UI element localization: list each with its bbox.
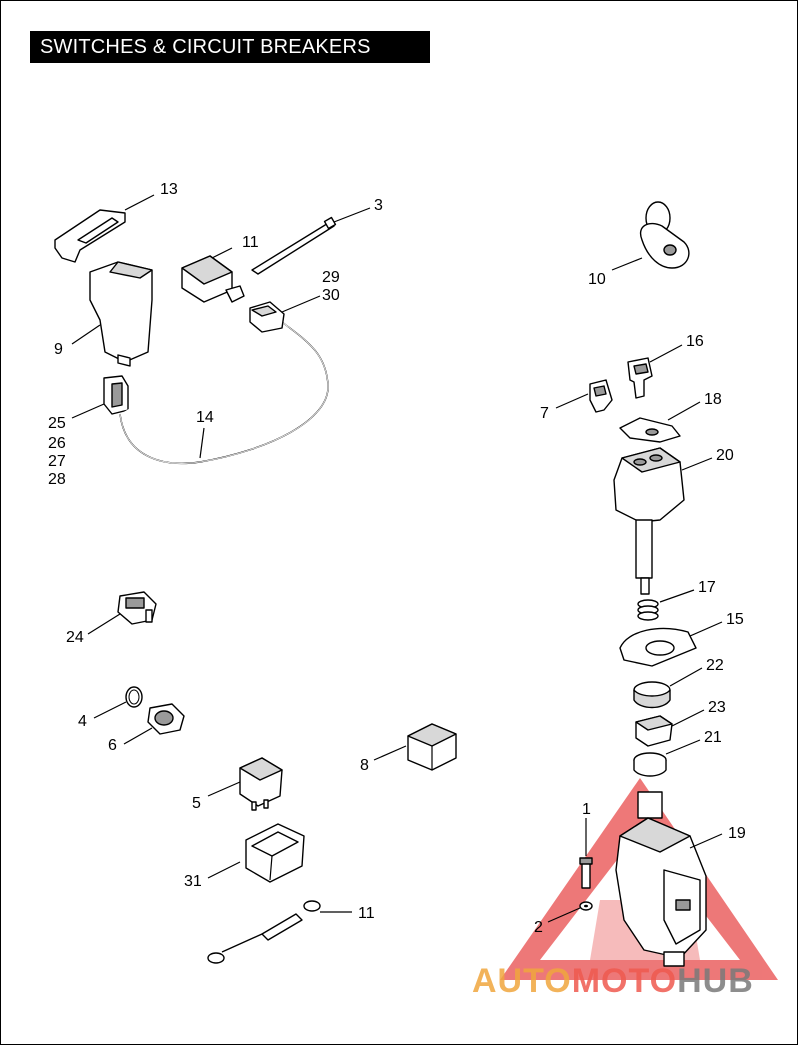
callout-10: 10	[588, 271, 606, 288]
callout-15: 15	[726, 611, 744, 628]
callout-22: 22	[706, 657, 724, 674]
part-7-key	[589, 379, 613, 413]
part-2-washer	[579, 901, 593, 911]
part-23-cam	[635, 715, 673, 747]
part-21-ring	[633, 752, 667, 777]
callout-28: 28	[48, 471, 66, 488]
part-24-pressure-switch	[117, 591, 157, 625]
watermark-hub: HUB	[677, 962, 754, 1000]
callout-19: 19	[728, 825, 746, 842]
callout-5: 5	[192, 795, 201, 812]
callout-30: 30	[322, 287, 340, 304]
part-20-switch-cover	[613, 447, 685, 595]
part-17-spring	[637, 599, 659, 621]
part-11-connector-block	[181, 255, 245, 303]
part-15-plate	[619, 627, 697, 667]
part-16-key	[627, 357, 653, 399]
callout-21: 21	[704, 729, 722, 746]
watermark-auto: AUTO	[472, 962, 572, 1000]
watermark-text: AUTOMOTOHUB	[472, 962, 754, 1001]
callout-14: 14	[196, 409, 214, 426]
callout-3: 3	[374, 197, 383, 214]
callout-26: 26	[48, 435, 66, 452]
page-title: SWITCHES & CIRCUIT BREAKERS	[30, 31, 430, 63]
callout-6: 6	[108, 737, 117, 754]
callout-16: 16	[686, 333, 704, 350]
part-1-screw	[579, 857, 593, 889]
callout-13: 13	[160, 181, 178, 198]
part-31-relay-holder	[245, 823, 305, 883]
callout-11-cable: 11	[358, 905, 375, 922]
callout-9: 9	[54, 341, 63, 358]
callout-8: 8	[360, 757, 369, 774]
part-14-wire-harness	[119, 321, 329, 465]
callout-7: 7	[540, 405, 549, 422]
part-3-cable-tie	[251, 216, 337, 275]
callout-2: 2	[534, 919, 543, 936]
part-13-bracket	[54, 209, 126, 263]
part-18-plate	[619, 417, 681, 443]
callout-17: 17	[698, 579, 716, 596]
callout-24: 24	[66, 629, 84, 646]
callout-23: 23	[708, 699, 726, 716]
part-10-key-fob	[639, 201, 690, 269]
callout-20: 20	[716, 447, 734, 464]
callout-4: 4	[78, 713, 87, 730]
watermark-moto: MOTO	[571, 962, 678, 1000]
callout-1: 1	[582, 801, 591, 818]
callout-27: 27	[48, 453, 66, 470]
callout-labels: 13 3 11 29 30 10 9 16 7 18 25 26 27 28 1…	[48, 181, 746, 936]
part-6-switch	[147, 703, 185, 735]
part-4-o-ring	[125, 686, 143, 708]
part-29-30-connector	[249, 301, 285, 333]
part-8-relay-cube	[407, 723, 457, 771]
part-19-ignition-switch	[615, 791, 707, 967]
part-11-battery-cable	[207, 900, 321, 964]
callout-29: 29	[322, 269, 340, 286]
callout-11: 11	[242, 234, 259, 251]
part-9-switch-housing	[89, 261, 153, 367]
part-25-connector	[103, 375, 129, 415]
part-5-relay	[239, 757, 283, 811]
callout-25: 25	[48, 415, 66, 432]
leader-lines	[71, 194, 723, 923]
callout-31: 31	[184, 873, 202, 890]
part-22-ring	[633, 681, 671, 709]
callout-18: 18	[704, 391, 722, 408]
